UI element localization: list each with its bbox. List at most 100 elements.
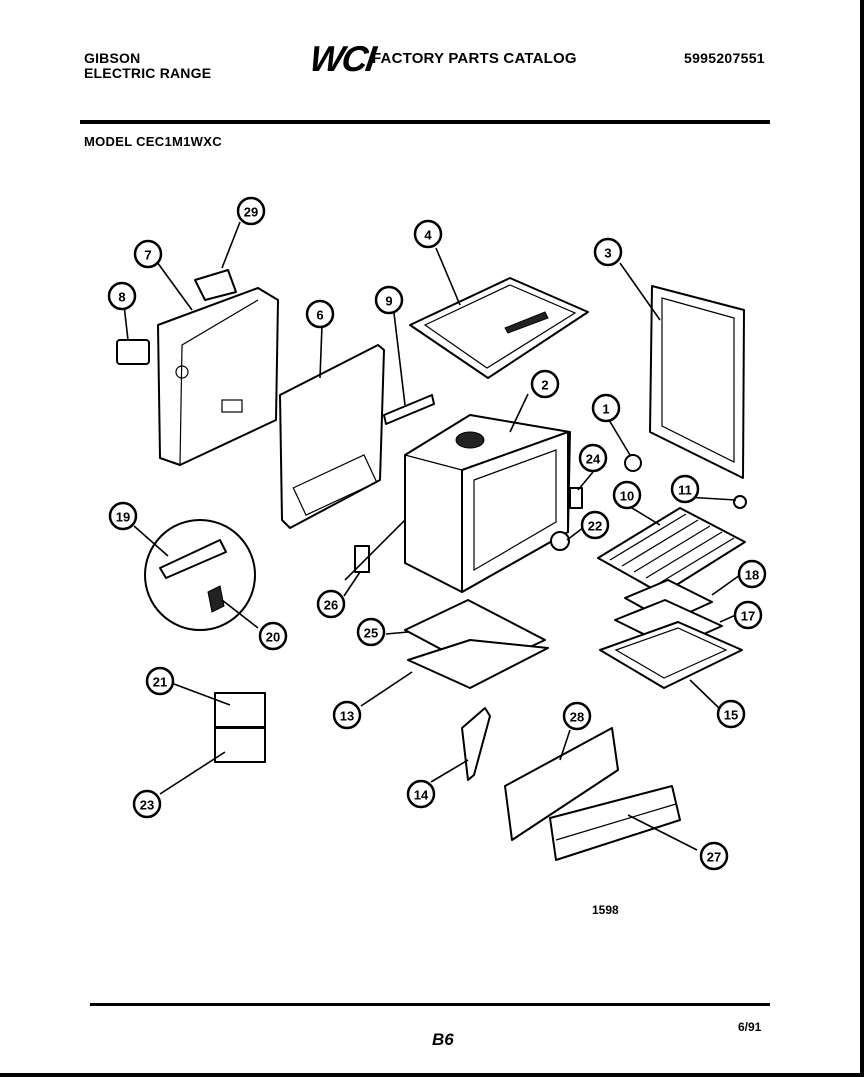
callout-20: 20 xyxy=(258,621,288,651)
callout-circle xyxy=(145,666,175,696)
callout-circle xyxy=(530,369,560,399)
callout-3: 3 xyxy=(593,237,623,267)
part-2-oven-cavity xyxy=(404,414,571,593)
part-21-clip xyxy=(214,692,266,728)
callout-27: 27 xyxy=(699,841,729,871)
callout-label: 1 xyxy=(602,402,609,417)
callout-23: 23 xyxy=(132,789,162,819)
part-7-back-panel xyxy=(157,287,279,466)
page-number: B6 xyxy=(432,1030,454,1049)
callout-label: 14 xyxy=(414,788,429,803)
callout-2: 2 xyxy=(530,369,560,399)
callout-circle xyxy=(612,480,642,510)
callout-circle xyxy=(108,501,138,531)
callout-circle xyxy=(374,285,404,315)
callout-28: 28 xyxy=(562,701,592,731)
callout-label: 7 xyxy=(144,248,151,263)
part-22-grommet xyxy=(550,531,570,551)
part-3-door-frame xyxy=(649,285,745,479)
part-10-grill-rack xyxy=(597,507,746,595)
footer-rule xyxy=(90,1003,770,1006)
part-8-plate xyxy=(116,339,150,365)
part-29-bracket xyxy=(194,269,237,301)
callout-circle xyxy=(737,559,767,589)
brand-name: GIBSON xyxy=(84,50,141,66)
callout-18: 18 xyxy=(737,559,767,589)
callout-label: 20 xyxy=(266,630,280,645)
callout-circle xyxy=(107,281,137,311)
callout-24: 24 xyxy=(578,443,608,473)
callout-label: 28 xyxy=(570,710,584,725)
callout-circle xyxy=(580,510,610,540)
callout-label: 22 xyxy=(588,519,602,534)
callout-circle xyxy=(578,443,608,473)
callout-circle xyxy=(258,621,288,651)
part-14-bracket xyxy=(461,707,491,781)
document-number: 5995207551 xyxy=(684,50,765,66)
callout-7: 7 xyxy=(133,239,163,269)
page-bottom-border xyxy=(0,1073,864,1077)
callout-29: 29 xyxy=(236,196,266,226)
callout-10: 10 xyxy=(612,480,642,510)
callout-circle xyxy=(699,841,729,871)
part-11-clip xyxy=(733,495,747,509)
callout-circle xyxy=(406,779,436,809)
callout-1: 1 xyxy=(591,393,621,423)
callout-19: 19 xyxy=(108,501,138,531)
figure-number: 1598 xyxy=(592,903,619,917)
part-19-20-inset xyxy=(144,519,256,631)
product-name: ELECTRIC RANGE xyxy=(84,65,212,81)
callout-label: 10 xyxy=(620,489,634,504)
callout-17: 17 xyxy=(733,600,763,630)
callout-label: 13 xyxy=(340,709,354,724)
callout-label: 11 xyxy=(678,483,692,498)
part-1-knob xyxy=(624,454,642,472)
callout-label: 19 xyxy=(116,510,130,525)
callout-circle xyxy=(591,393,621,423)
callout-circle xyxy=(733,600,763,630)
part-23-clip xyxy=(214,727,266,763)
callout-21: 21 xyxy=(145,666,175,696)
callout-label: 8 xyxy=(118,290,125,305)
callout-4: 4 xyxy=(413,219,443,249)
callout-6: 6 xyxy=(305,299,335,329)
leader-lines xyxy=(123,221,741,851)
callout-26: 26 xyxy=(316,589,346,619)
callout-label: 26 xyxy=(324,598,338,613)
callout-label: 27 xyxy=(707,850,721,865)
print-date: 6/91 xyxy=(738,1020,762,1034)
callout-9: 9 xyxy=(374,285,404,315)
callout-label: 3 xyxy=(604,246,611,261)
callout-15: 15 xyxy=(716,699,746,729)
callout-22: 22 xyxy=(580,510,610,540)
callout-circle xyxy=(670,474,700,504)
part-13-drawer xyxy=(407,639,549,689)
callout-13: 13 xyxy=(332,700,362,730)
callout-circle xyxy=(132,789,162,819)
callout-circle xyxy=(356,617,386,647)
callout-label: 21 xyxy=(153,675,167,690)
callout-8: 8 xyxy=(107,281,137,311)
part-6-panel xyxy=(279,344,385,529)
callout-circle xyxy=(413,219,443,249)
callout-label: 2 xyxy=(541,378,548,393)
part-24-bracket xyxy=(569,487,583,509)
page-right-border xyxy=(860,0,864,1077)
callout-25: 25 xyxy=(356,617,386,647)
part-27-kick-panel xyxy=(549,785,681,861)
callout-circle xyxy=(562,701,592,731)
callout-label: 23 xyxy=(140,798,154,813)
callout-label: 29 xyxy=(244,205,258,220)
callout-circle xyxy=(332,700,362,730)
part-4-top xyxy=(409,277,589,379)
model-label: MODEL CEC1M1WXC xyxy=(84,134,222,149)
part-28-panel xyxy=(504,727,619,841)
callout-label: 4 xyxy=(424,228,432,243)
catalog-title: FACTORY PARTS CATALOG xyxy=(372,50,577,67)
callout-label: 18 xyxy=(745,568,759,583)
header-rule xyxy=(80,120,770,124)
callout-label: 9 xyxy=(385,294,392,309)
callout-11: 11 xyxy=(670,474,700,504)
